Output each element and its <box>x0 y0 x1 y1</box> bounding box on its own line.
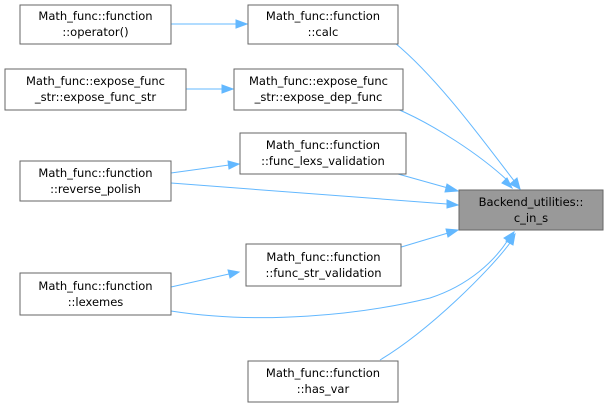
edge-expose-func-str-to-expose-dep-func-arrowhead <box>221 84 235 94</box>
node-lexemes-line2: ::lexemes <box>68 295 124 309</box>
edge-expose-dep-func-to-c-in-s-arrowhead <box>501 177 514 190</box>
node-c-in-s-line1: Backend_utilities:: <box>479 195 584 209</box>
node-func-lexs-validation[interactable]: Math_func::function ::func_lexs_validati… <box>239 132 407 175</box>
node-operator-line1: Math_func::function <box>38 9 152 23</box>
node-has-var[interactable]: Math_func::function ::has_var <box>247 360 399 403</box>
edge-calc-to-c-in-s-arrowhead <box>509 177 521 190</box>
node-has-var-line2: ::has_var <box>297 382 350 396</box>
node-func-lexs-validation-line1: Math_func::function <box>266 138 380 152</box>
node-calc-line2: ::calc <box>308 25 339 39</box>
node-expose-func-str[interactable]: Math_func::expose_func _str::expose_func… <box>4 68 187 111</box>
edge-func-lexs-validation-to-c-in-s-arrowhead <box>444 183 460 193</box>
node-operator-line2: ::operator() <box>62 25 128 39</box>
edge-expose-dep-func-to-c-in-s <box>394 107 508 181</box>
edge-reverse-polish-to-c-in-s-arrowhead <box>446 199 460 209</box>
node-expose-dep-func-line2: _str::expose_dep_func <box>254 90 383 104</box>
node-reverse-polish-line1: Math_func::function <box>38 166 152 180</box>
edge-operator-to-calc-arrowhead <box>235 19 249 29</box>
node-c-in-s[interactable]: Backend_utilities:: c_in_s <box>458 189 604 231</box>
node-calc[interactable]: Math_func::function ::calc <box>247 4 399 45</box>
edge-lexemes-to-func-str-validation <box>170 273 230 288</box>
edge-lexemes-to-func-str-validation-arrowhead <box>227 269 241 279</box>
node-expose-dep-func-line1: Math_func::expose_func <box>249 74 388 88</box>
edge-has-var-to-c-in-s-arrowhead <box>505 232 516 246</box>
node-calc-line1: Math_func::function <box>266 9 380 23</box>
node-func-str-validation-line1: Math_func::function <box>266 250 380 264</box>
node-reverse-polish[interactable]: Math_func::function ::reverse_polish <box>19 160 172 202</box>
edge-calc-to-c-in-s <box>394 42 516 183</box>
node-lexemes-line1: Math_func::function <box>38 279 152 293</box>
edge-has-var-to-c-in-s <box>379 242 511 361</box>
edge-func-str-validation-to-c-in-s <box>397 232 449 249</box>
edge-func-lexs-validation-to-c-in-s <box>397 173 449 189</box>
edge-reverse-polish-to-func-lexs-validation-arrowhead <box>227 160 241 170</box>
node-lexemes[interactable]: Math_func::function ::lexemes <box>19 272 172 316</box>
node-c-in-s-line2: c_in_s <box>514 211 548 225</box>
edge-reverse-polish-to-c-in-s <box>170 182 448 205</box>
edge-lexemes-to-c-in-s <box>170 239 509 319</box>
node-expose-dep-func[interactable]: Math_func::expose_func _str::expose_dep_… <box>233 68 404 111</box>
node-expose-func-str-line1: Math_func::expose_func <box>26 74 165 88</box>
node-reverse-polish-line2: ::reverse_polish <box>50 182 141 196</box>
edges <box>170 19 521 361</box>
node-operator[interactable]: Math_func::function ::operator() <box>19 4 172 45</box>
node-func-str-validation[interactable]: Math_func::function ::func_str_validatio… <box>245 243 402 287</box>
node-func-str-validation-line2: ::func_str_validation <box>265 266 381 280</box>
node-expose-func-str-line2: _str::expose_func_str <box>34 90 157 104</box>
edge-reverse-polish-to-func-lexs-validation <box>170 164 230 174</box>
node-has-var-line1: Math_func::function <box>266 366 380 380</box>
edge-func-str-validation-to-c-in-s-arrowhead <box>445 228 460 238</box>
node-func-lexs-validation-line2: ::func_lexs_validation <box>261 154 385 168</box>
